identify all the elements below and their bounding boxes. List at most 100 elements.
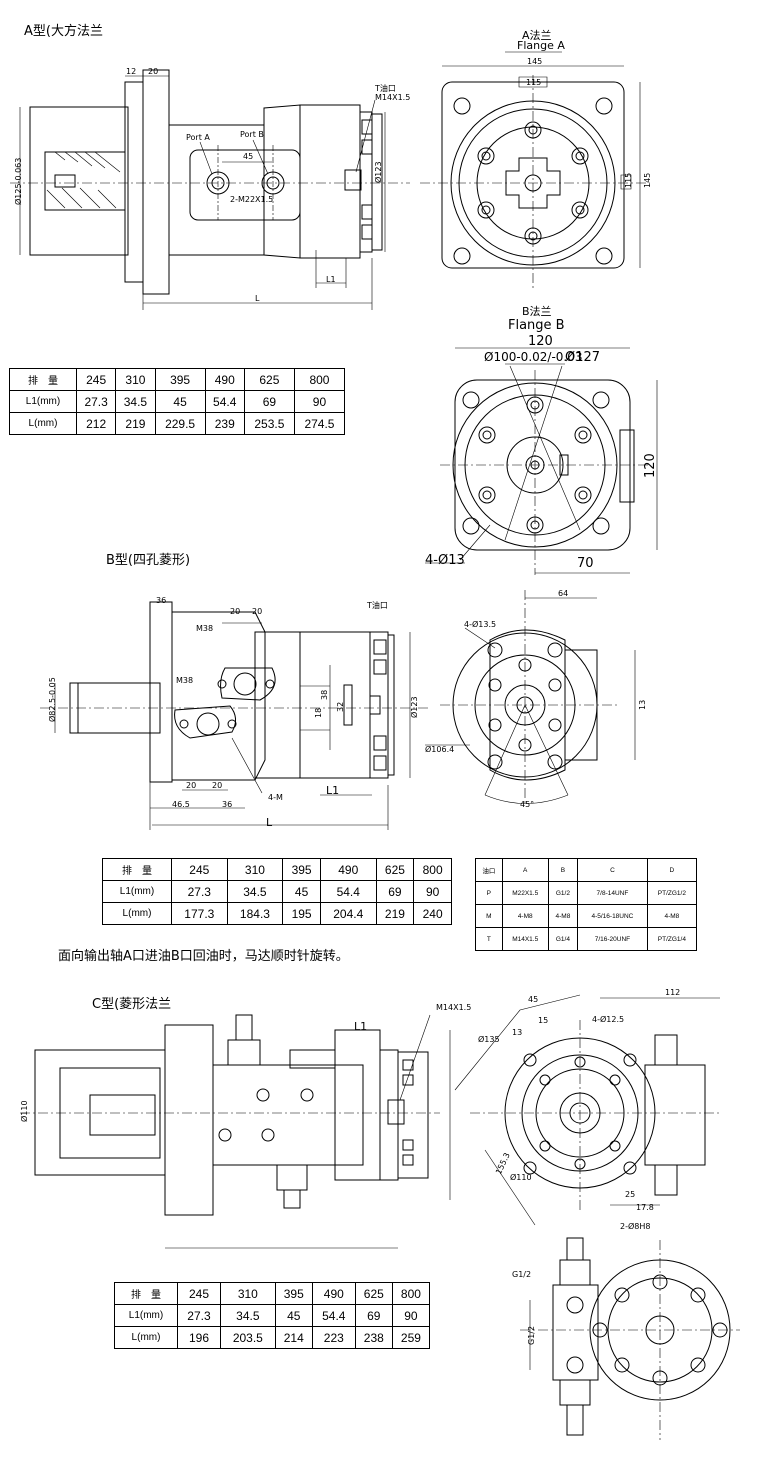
dim-l-b: L (266, 816, 273, 829)
dim-45: 45 (243, 152, 254, 161)
table-row: 排 量 245 310 395 490 625 800 (9, 368, 346, 391)
table-cell: 245 (75, 368, 117, 391)
table-cell: 54.4 (319, 880, 377, 903)
dim-f145v: 145 (643, 172, 652, 188)
dim-178: 17.8 (636, 1203, 654, 1212)
table-cell: 625 (243, 368, 295, 391)
type-b-side-view (40, 602, 430, 830)
table-cell: 229.5 (154, 412, 206, 435)
table-cell: 800 (293, 368, 346, 391)
table-cell: 395 (154, 368, 206, 391)
table-cell: 239 (204, 412, 245, 435)
table-cell: 395 (274, 1282, 313, 1305)
dim-pins: 2-Ø8H8 (620, 1222, 651, 1231)
table-cell: 625 (375, 858, 415, 881)
table-cell: 212 (75, 412, 117, 435)
table-cell: 253.5 (243, 412, 295, 435)
table-cell: 7/16-20UNF (577, 927, 648, 951)
table-cell: 395 (282, 858, 321, 881)
dim-f145: 145 (527, 57, 543, 66)
dim-shaft-dia: Ø125-0.063 (14, 157, 23, 205)
table-cell: M14X1.5 (501, 927, 549, 951)
table-cell: 177.3 (171, 902, 228, 925)
table-cell: G1/4 (547, 927, 579, 951)
table-row: L1(mm) 27.3 34.5 45 54.4 69 90 (114, 1304, 431, 1327)
table-cell: 490 (311, 1282, 356, 1305)
dim-holes4m: 4-M (268, 793, 283, 802)
dim-phi127: Ø127 (565, 350, 601, 365)
type-c-front-view (450, 995, 720, 1225)
dim-15-c: 15 (538, 1016, 549, 1025)
table-cell: 油口 (475, 858, 503, 882)
dim-45deg: 45° (520, 800, 535, 809)
dim-l1-b: L1 (326, 784, 340, 797)
dim-20a: 20 (230, 607, 241, 616)
table-row: L1(mm) 27.3 34.5 45 54.4 69 90 (9, 390, 346, 413)
dim-phi123-b: Ø123 (410, 696, 419, 718)
table-cell: 排 量 (102, 858, 172, 881)
table-cell: 27.3 (171, 880, 228, 903)
table-cell: C (577, 858, 648, 882)
table-cell: 204.4 (319, 902, 377, 925)
table-cell: L(mm) (114, 1326, 178, 1349)
type-c-title: C型(菱形法兰 (92, 997, 172, 1012)
table-cell: 90 (391, 1304, 431, 1327)
table-cell: 245 (171, 858, 228, 881)
dim-l: L (255, 294, 260, 303)
table-cell: D (646, 858, 698, 882)
table-cell: 27.3 (177, 1304, 221, 1327)
table-cell: 245 (177, 1282, 221, 1305)
dim-f115: 115 (526, 78, 542, 87)
table-cell: PT/ZG1/4 (646, 927, 698, 951)
dim-70: 70 (577, 556, 594, 571)
table-cell: 195 (282, 902, 321, 925)
t-port-label: T油口 (375, 84, 396, 93)
port-m-b: M38 (176, 676, 194, 685)
table-cell: 7/8-14UNF (577, 881, 648, 905)
table-row: T M14X1.5 G1/4 7/16-20UNF PT/ZG1/4 (475, 927, 698, 951)
table-cell: 625 (354, 1282, 393, 1305)
table-cell: 69 (354, 1304, 393, 1327)
table-row: P M22X1.5 G1/2 7/8-14UNF PT/ZG1/2 (475, 881, 698, 905)
dim-13: 13 (638, 699, 647, 710)
dim-36: 36 (156, 596, 167, 605)
dim-phi110b: Ø110 (510, 1173, 532, 1182)
table-row: M 4-M8 4-M8 4-5/16-18UNC 4-M8 (475, 904, 698, 928)
table-cell: 274.5 (293, 412, 346, 435)
dim-20b: 20 (252, 607, 263, 616)
flange-b-title-cn: B法兰 (522, 305, 552, 318)
table-row: 排 量 245 310 395 490 625 800 (114, 1282, 431, 1305)
table-cell: M22X1.5 (501, 881, 549, 905)
port-b-label: Port B (240, 130, 264, 139)
dim-phi100: Ø100-0.02/-0.03 (484, 350, 583, 364)
t-port-label-b: T油口 (367, 601, 388, 610)
table-cell: 196 (177, 1326, 221, 1349)
dim-l1: L1 (326, 275, 336, 284)
table-cell: G1/2 (547, 881, 579, 905)
rotation-note: 面向输出轴A口进油B口回油时，马达顺时针旋转。 (58, 949, 349, 964)
dim-45-c: 45 (528, 995, 539, 1004)
table-row: L1(mm) 27.3 34.5 45 54.4 69 90 (102, 880, 452, 903)
type-b-title: B型(四孔菱形) (106, 553, 191, 568)
dim-38: 38 (320, 689, 329, 700)
type-b-spec-table: 排 量 245 310 395 490 625 800 L1(mm) 27.3 … (102, 858, 452, 925)
table-cell: 214 (274, 1326, 313, 1349)
dim-36b: 36 (222, 800, 233, 809)
dim-pt: G1/2 (512, 1270, 532, 1279)
port-a-label: Port A (186, 133, 210, 142)
table-cell: 490 (319, 858, 377, 881)
table-cell: L1(mm) (9, 390, 77, 413)
table-cell: 排 量 (9, 368, 77, 391)
type-a-title: A型(大方法兰 (24, 24, 103, 39)
table-cell: 34.5 (219, 1304, 276, 1327)
flange-b-front-view (425, 348, 657, 575)
dim-25-c: 25 (625, 1190, 636, 1199)
table-cell: T (475, 927, 503, 951)
table-cell: PT/ZG1/2 (646, 881, 698, 905)
table-cell: 4-M8 (501, 904, 549, 928)
table-row: L(mm) 212 219 229.5 239 253.5 274.5 (9, 412, 346, 435)
table-cell: 800 (413, 858, 452, 881)
type-a-side-view (10, 70, 410, 310)
table-cell: 54.4 (311, 1304, 356, 1327)
